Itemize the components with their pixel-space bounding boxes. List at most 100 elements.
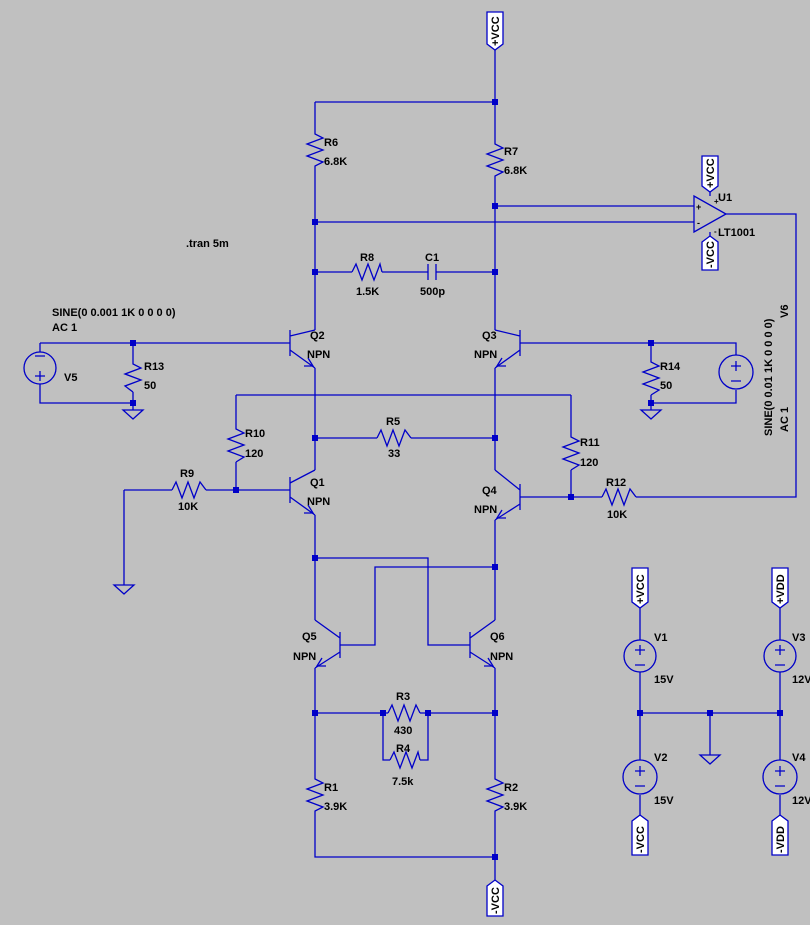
flag-nvcc-bottom: -VCC (486, 879, 504, 917)
resistor-r14[interactable] (641, 358, 661, 396)
v4-value: 12V (792, 795, 810, 807)
r10-value: 120 (245, 448, 263, 460)
r11-name: R11 (580, 437, 600, 449)
r13-value: 50 (144, 380, 156, 392)
resistor-r4[interactable] (389, 749, 421, 770)
flag-vcc-top-label: +VCC (490, 16, 502, 46)
resistor-r5[interactable] (376, 428, 412, 448)
r8-value: 1.5K (356, 286, 379, 298)
resistor-r1[interactable] (305, 775, 325, 815)
flag-vcc-opamp-label: +VCC (705, 158, 717, 188)
resistor-r3[interactable] (387, 703, 421, 723)
v1-name: V1 (654, 632, 667, 644)
ground-icon (112, 409, 722, 765)
source-v5[interactable] (23, 351, 57, 385)
r4-name: R4 (396, 743, 411, 755)
c1-name: C1 (425, 252, 439, 264)
resistor-r7[interactable] (485, 140, 505, 180)
v5-spec-line2: AC 1 (52, 322, 77, 334)
r9-name: R9 (180, 468, 194, 480)
flag-nvdd-v4-label: -VDD (775, 826, 787, 853)
v2-value: 15V (654, 795, 674, 807)
flag-nvdd-v4: -VDD (771, 814, 789, 856)
v5-spec-line1: SINE(0 0.001 1K 0 0 0 0) (52, 307, 176, 319)
r13-name: R13 (144, 361, 164, 373)
source-v1[interactable] (623, 639, 657, 673)
flag-vdd-v3: +VDD (771, 567, 789, 609)
source-v2[interactable] (622, 759, 658, 795)
r6-name: R6 (324, 137, 338, 149)
v6-spec-line1: SINE(0 0.01 1K 0 0 0 0) (763, 318, 775, 436)
transistor-q2[interactable] (289, 329, 316, 369)
c1-value: 500p (420, 286, 445, 298)
v3-name: V3 (792, 632, 805, 644)
v5-name: V5 (64, 372, 77, 384)
wires (39, 50, 797, 880)
tran-directive[interactable]: .tran 5m (186, 238, 229, 250)
flag-nvcc-v2-label: -VCC (635, 826, 647, 853)
flag-nvcc-v2: -VCC (631, 814, 649, 856)
r3-name: R3 (396, 691, 410, 703)
q1-type: NPN (307, 496, 330, 508)
v6-name: V6 (779, 305, 791, 318)
resistor-r12[interactable] (601, 487, 637, 507)
r2-value: 3.9K (504, 801, 527, 813)
u1-model: LT1001 (718, 227, 755, 239)
transistor-q5[interactable] (314, 619, 341, 669)
resistor-r8[interactable] (351, 261, 383, 282)
q1-name: Q1 (310, 477, 325, 489)
resistor-r11[interactable] (561, 433, 581, 471)
r14-name: R14 (660, 361, 681, 373)
r10-name: R10 (245, 428, 265, 440)
source-v6[interactable] (718, 354, 754, 390)
opamp-plus-pin: + (696, 202, 701, 212)
source-v3[interactable] (763, 639, 797, 673)
capacitor-c1[interactable] (427, 264, 437, 280)
junctions (130, 99, 783, 860)
flag-vdd-v3-label: +VDD (775, 574, 787, 604)
opamp-minus-pin: - (697, 218, 700, 228)
flag-vcc-v1: +VCC (631, 567, 649, 609)
flag-vcc-opamp: +VCC (701, 155, 719, 193)
flag-nvcc-opamp-label: -VCC (705, 241, 717, 268)
flag-nvcc-opamp: -VCC (701, 235, 719, 271)
q4-type: NPN (474, 504, 497, 516)
resistor-r9[interactable] (171, 480, 207, 500)
r9-value: 10K (178, 501, 198, 513)
v6-spec: SINE(0 0.01 1K 0 0 0 0) AC 1 V6 (763, 305, 791, 436)
q5-type: NPN (293, 651, 316, 663)
r11-value: 120 (580, 457, 598, 469)
q3-type: NPN (474, 349, 497, 361)
r7-name: R7 (504, 146, 518, 158)
r5-name: R5 (386, 416, 400, 428)
r14-value: 50 (660, 380, 672, 392)
v3-value: 12V (792, 674, 810, 686)
r5-value: 33 (388, 448, 400, 460)
source-v4[interactable] (762, 759, 798, 795)
v4-name: V4 (792, 752, 806, 764)
transistor-q3[interactable] (494, 329, 521, 369)
q2-name: Q2 (310, 330, 325, 342)
opamp-u1[interactable]: + - + - (693, 194, 728, 236)
r2-name: R2 (504, 782, 518, 794)
transistor-q4[interactable] (494, 469, 521, 521)
transistor-q6[interactable] (469, 619, 496, 669)
resistor-r2[interactable] (485, 775, 505, 815)
resistor-r10[interactable] (226, 425, 246, 463)
q4-name: Q4 (482, 485, 498, 497)
r3-value: 430 (394, 725, 412, 737)
flag-vcc-top: +VCC (486, 11, 504, 51)
r12-value: 10K (607, 509, 627, 521)
resistor-r6[interactable] (305, 130, 325, 170)
transistor-q1[interactable] (289, 469, 316, 516)
q5-name: Q5 (302, 631, 317, 643)
v1-value: 15V (654, 674, 674, 686)
opamp-vee-pin: - (714, 227, 717, 236)
r1-name: R1 (324, 782, 338, 794)
flag-vcc-v1-label: +VCC (635, 574, 647, 604)
r6-value: 6.8K (324, 156, 347, 168)
q6-type: NPN (490, 651, 513, 663)
resistor-r13[interactable] (123, 360, 143, 393)
r1-value: 3.9K (324, 801, 347, 813)
